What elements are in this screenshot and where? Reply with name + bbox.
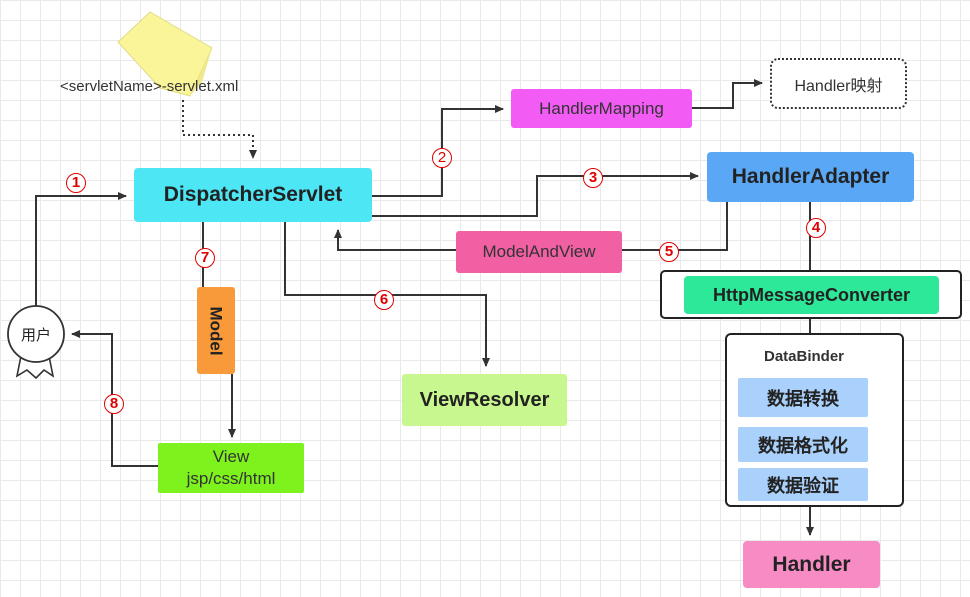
http-message-converter-label: HttpMessageConverter — [712, 284, 911, 305]
view-tech-label: jsp/css/html — [186, 469, 276, 488]
data-validation-node: 数据验证 — [738, 468, 868, 501]
step-5-marker: 5 — [659, 242, 679, 262]
handler-mapping-result-label: Handler映射 — [794, 77, 883, 95]
step-3-marker: 3 — [583, 168, 603, 188]
step-1-marker: 1 — [66, 173, 86, 193]
handler-mapping-node: HandlerMapping — [511, 89, 692, 128]
step-6-marker: 6 — [374, 290, 394, 310]
handler-label: Handler — [772, 552, 851, 576]
sticky-note-icon — [117, 11, 213, 97]
servlet-config-label: <servletName>-servlet.xml — [60, 78, 239, 95]
user-label: 用户 — [20, 326, 51, 344]
arrow-user-to-dispatcher — [35, 192, 127, 310]
view-node: View jsp/css/html — [158, 443, 304, 493]
arrow-config-to-dispatcher — [182, 100, 257, 159]
arrow-adapter-to-modelandview — [622, 202, 728, 251]
step-4-marker: 4 — [806, 218, 826, 238]
handler-adapter-label: HandlerAdapter — [731, 165, 890, 188]
step-2-marker: 2 — [432, 148, 452, 168]
model-node: Model — [197, 287, 235, 374]
dispatcher-servlet-node: DispatcherServlet — [134, 168, 372, 222]
model-and-view-node: ModelAndView — [456, 231, 622, 273]
step-7-marker: 7 — [195, 248, 215, 268]
handler-mapping-result-node: Handler映射 — [770, 58, 907, 109]
data-formatting-node: 数据格式化 — [738, 427, 868, 462]
view-resolver-label: ViewResolver — [419, 388, 550, 411]
handler-adapter-node: HandlerAdapter — [707, 152, 914, 202]
model-label: Model — [207, 305, 227, 356]
handler-node: Handler — [743, 541, 880, 588]
view-resolver-node: ViewResolver — [402, 374, 567, 426]
step-8-marker: 8 — [104, 394, 124, 414]
data-conversion-node: 数据转换 — [738, 378, 868, 417]
arrow-to-handleradapter — [372, 172, 699, 217]
arrow-modelandview-to-dispatcher — [334, 229, 456, 251]
data-conversion-label: 数据转换 — [767, 388, 839, 409]
dispatcher-servlet-label: DispatcherServlet — [163, 183, 343, 206]
data-binder-title: DataBinder — [764, 348, 845, 365]
view-label: View — [212, 447, 250, 466]
data-formatting-label: 数据格式化 — [758, 435, 848, 456]
model-and-view-label: ModelAndView — [482, 242, 596, 261]
arrow-to-handler-mapping-result — [692, 79, 763, 109]
handler-mapping-label: HandlerMapping — [539, 98, 664, 118]
user-icon — [7, 305, 65, 380]
http-message-converter-node: HttpMessageConverter — [684, 276, 939, 314]
data-validation-label: 数据验证 — [767, 475, 839, 496]
